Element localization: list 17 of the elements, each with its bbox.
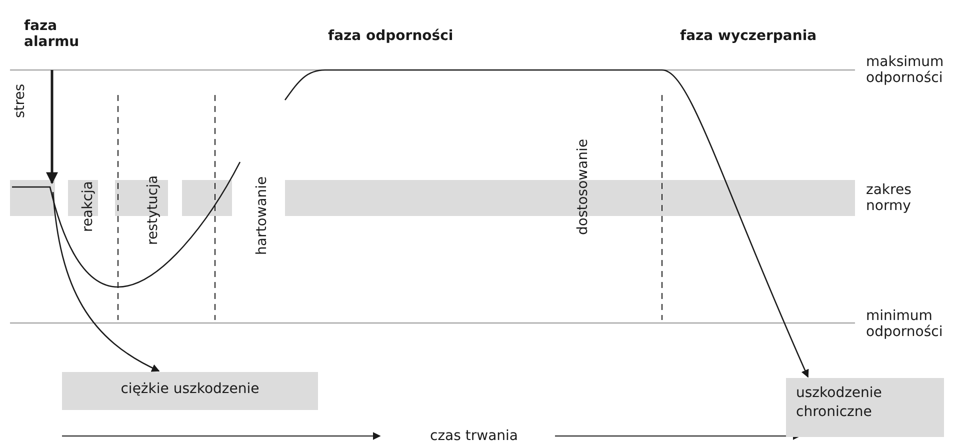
stage-label: reakcja xyxy=(80,181,96,232)
axis-label: zakres normy xyxy=(866,182,912,214)
phase-heading: faza odporności xyxy=(328,28,454,44)
stage-label: dostosowanie xyxy=(575,138,591,235)
axis-label: maksimum odporności xyxy=(866,54,945,86)
outcome-box: uszkodzenie chroniczne xyxy=(786,378,944,437)
phase-heading: faza wyczerpania xyxy=(680,28,817,44)
stage-label: restytucja xyxy=(145,175,161,245)
arrow xyxy=(52,192,160,372)
arrow xyxy=(662,69,809,378)
stimulus-label: stres xyxy=(12,84,28,118)
axis-label: minimum odporności xyxy=(866,308,944,340)
stage-label: hartowanie xyxy=(254,176,270,255)
outcome-box: ciężkie uszkodzenie xyxy=(62,372,318,410)
resistance-curve xyxy=(12,69,662,288)
axis-label: czas trwania xyxy=(430,428,518,444)
phase-heading: faza alarmu xyxy=(24,18,80,50)
